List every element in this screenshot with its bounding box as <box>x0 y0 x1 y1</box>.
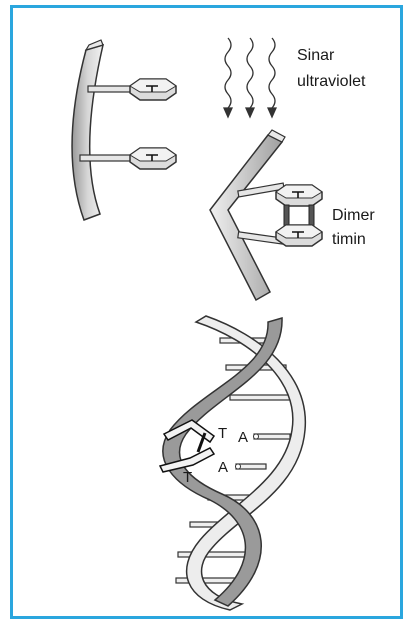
damaged-dna-strand <box>210 130 285 300</box>
thymine-base-upper <box>88 79 176 100</box>
uv-label-line2: ultraviolet <box>297 72 365 91</box>
double-helix <box>160 316 305 610</box>
uv-label-line1: Sinar <box>297 46 334 65</box>
dimer-label-line2: timin <box>332 230 366 249</box>
base-label-t-lower: T <box>183 470 192 486</box>
base-label-a-lower: A <box>218 460 228 476</box>
base-label-a-upper: A <box>238 430 248 446</box>
thymine-dimer <box>238 183 322 246</box>
base-label-t-upper: T <box>218 426 227 442</box>
dimer-label-line1: Dimer <box>332 206 375 225</box>
thymine-base-lower <box>80 148 176 169</box>
uv-rays <box>224 38 276 117</box>
normal-dna-strand <box>72 40 103 220</box>
